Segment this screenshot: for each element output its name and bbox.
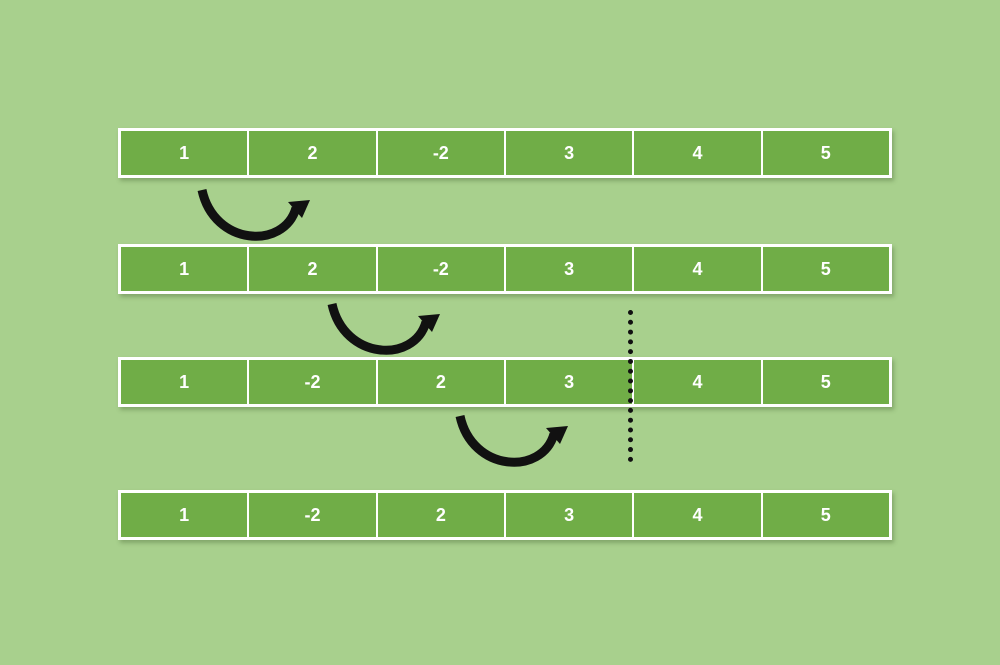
array-cell: 1 — [121, 131, 250, 175]
array-cell: 3 — [505, 360, 635, 404]
array-row-2: 1 2 -2 3 4 5 — [118, 244, 892, 294]
array-cell: 4 — [634, 493, 763, 537]
array-cell: 2 — [249, 247, 378, 291]
array-cell: -2 — [377, 247, 506, 291]
array-cell: 5 — [762, 360, 889, 404]
array-cell: 4 — [634, 247, 763, 291]
array-cell: 4 — [634, 131, 763, 175]
array-cell: 3 — [505, 493, 635, 537]
array-cell: 2 — [377, 360, 506, 404]
array-cell: 3 — [505, 247, 635, 291]
array-cell: 5 — [762, 493, 889, 537]
array-cell: 1 — [121, 360, 250, 404]
array-cell: -2 — [249, 360, 378, 404]
array-row-4: 1 -2 2 3 4 5 — [118, 490, 892, 540]
array-cell: 1 — [121, 247, 250, 291]
array-cell: 2 — [249, 131, 378, 175]
partition-dotted-line — [628, 310, 633, 462]
curved-swap-arrow-icon — [455, 414, 568, 467]
curved-swap-arrow-icon — [327, 302, 440, 355]
array-cell: 5 — [762, 131, 889, 175]
array-cell: -2 — [249, 493, 378, 537]
array-row-1: 1 2 -2 3 4 5 — [118, 128, 892, 178]
array-cell: 3 — [505, 131, 635, 175]
array-cell: 1 — [121, 493, 250, 537]
array-row-3: 1 -2 2 3 4 5 — [118, 357, 892, 407]
array-cell: 5 — [762, 247, 889, 291]
array-cell: 2 — [377, 493, 506, 537]
curved-swap-arrow-icon — [197, 188, 310, 241]
array-cell: 4 — [634, 360, 763, 404]
array-cell: -2 — [377, 131, 506, 175]
